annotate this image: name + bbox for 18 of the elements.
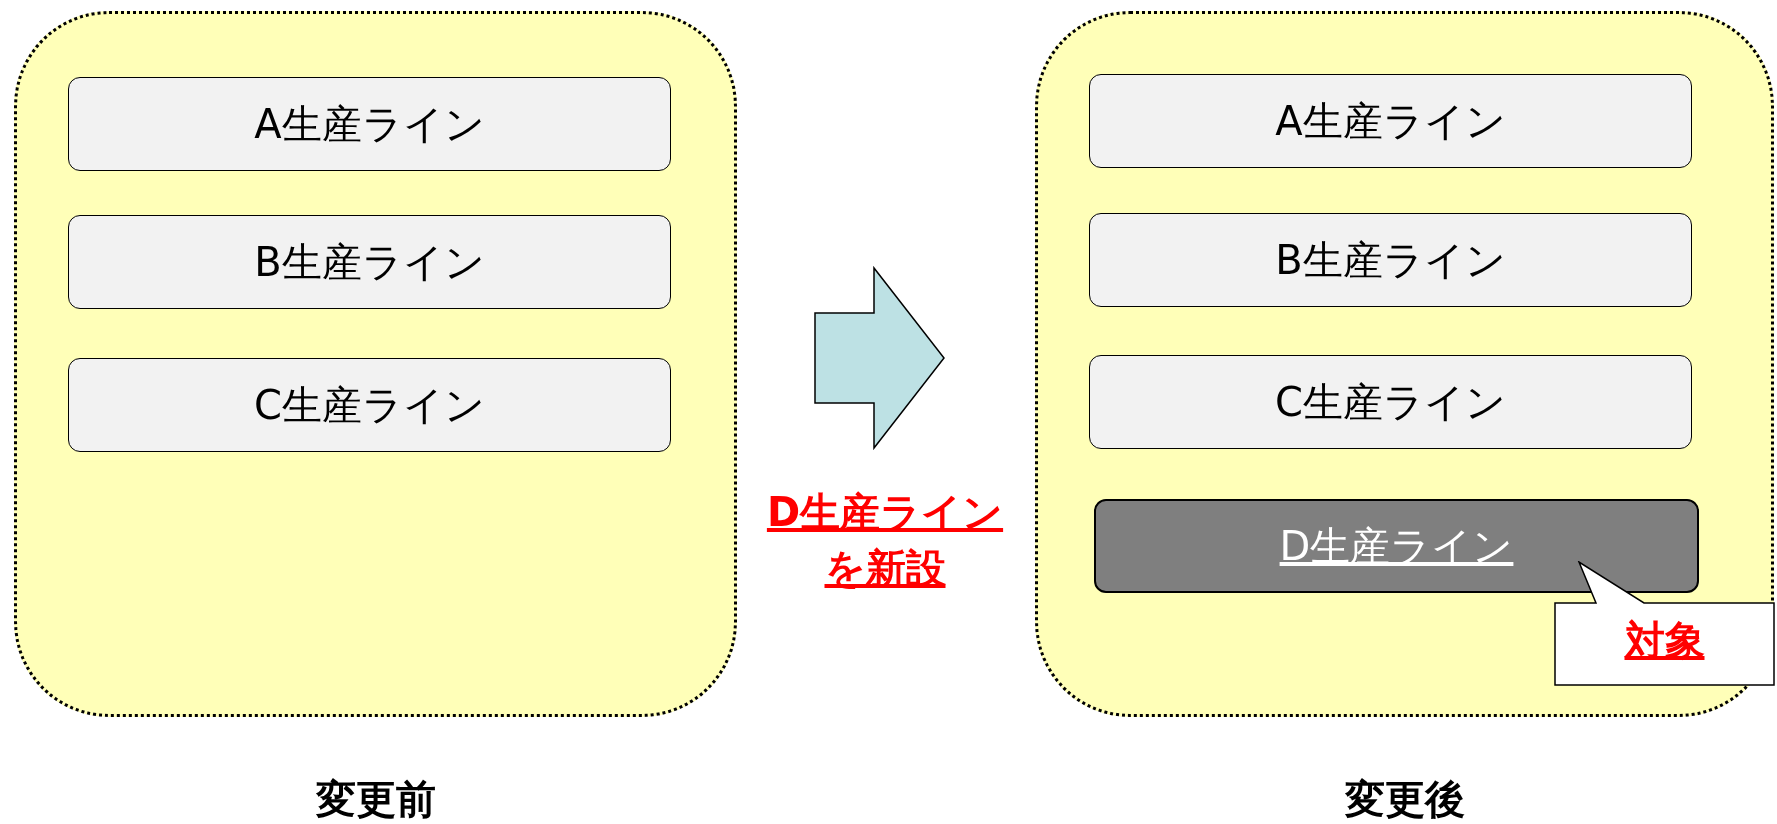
process-box <box>1089 74 1692 168</box>
highlighted-box <box>1094 499 1699 593</box>
process-box <box>68 358 671 452</box>
box-label: D生産ライン <box>1279 521 1514 571</box>
box-label: B生産ライン <box>1275 235 1506 285</box>
box-label: B生産ライン <box>254 237 485 287</box>
box-label: C生産ライン <box>1275 377 1506 427</box>
panel-heading: 変更後 <box>1344 775 1465 824</box>
panel-heading: 変更前 <box>315 775 436 824</box>
process-box <box>68 215 671 309</box>
box-label: A生産ライン <box>254 99 485 149</box>
box-label: A生産ライン <box>1275 96 1506 146</box>
box-label: 対象 <box>1624 616 1705 665</box>
process-box <box>68 77 671 171</box>
box-label: C生産ライン <box>254 380 485 430</box>
process-box <box>1089 213 1692 307</box>
process-box <box>1089 355 1692 449</box>
block-arrow <box>814 265 945 451</box>
